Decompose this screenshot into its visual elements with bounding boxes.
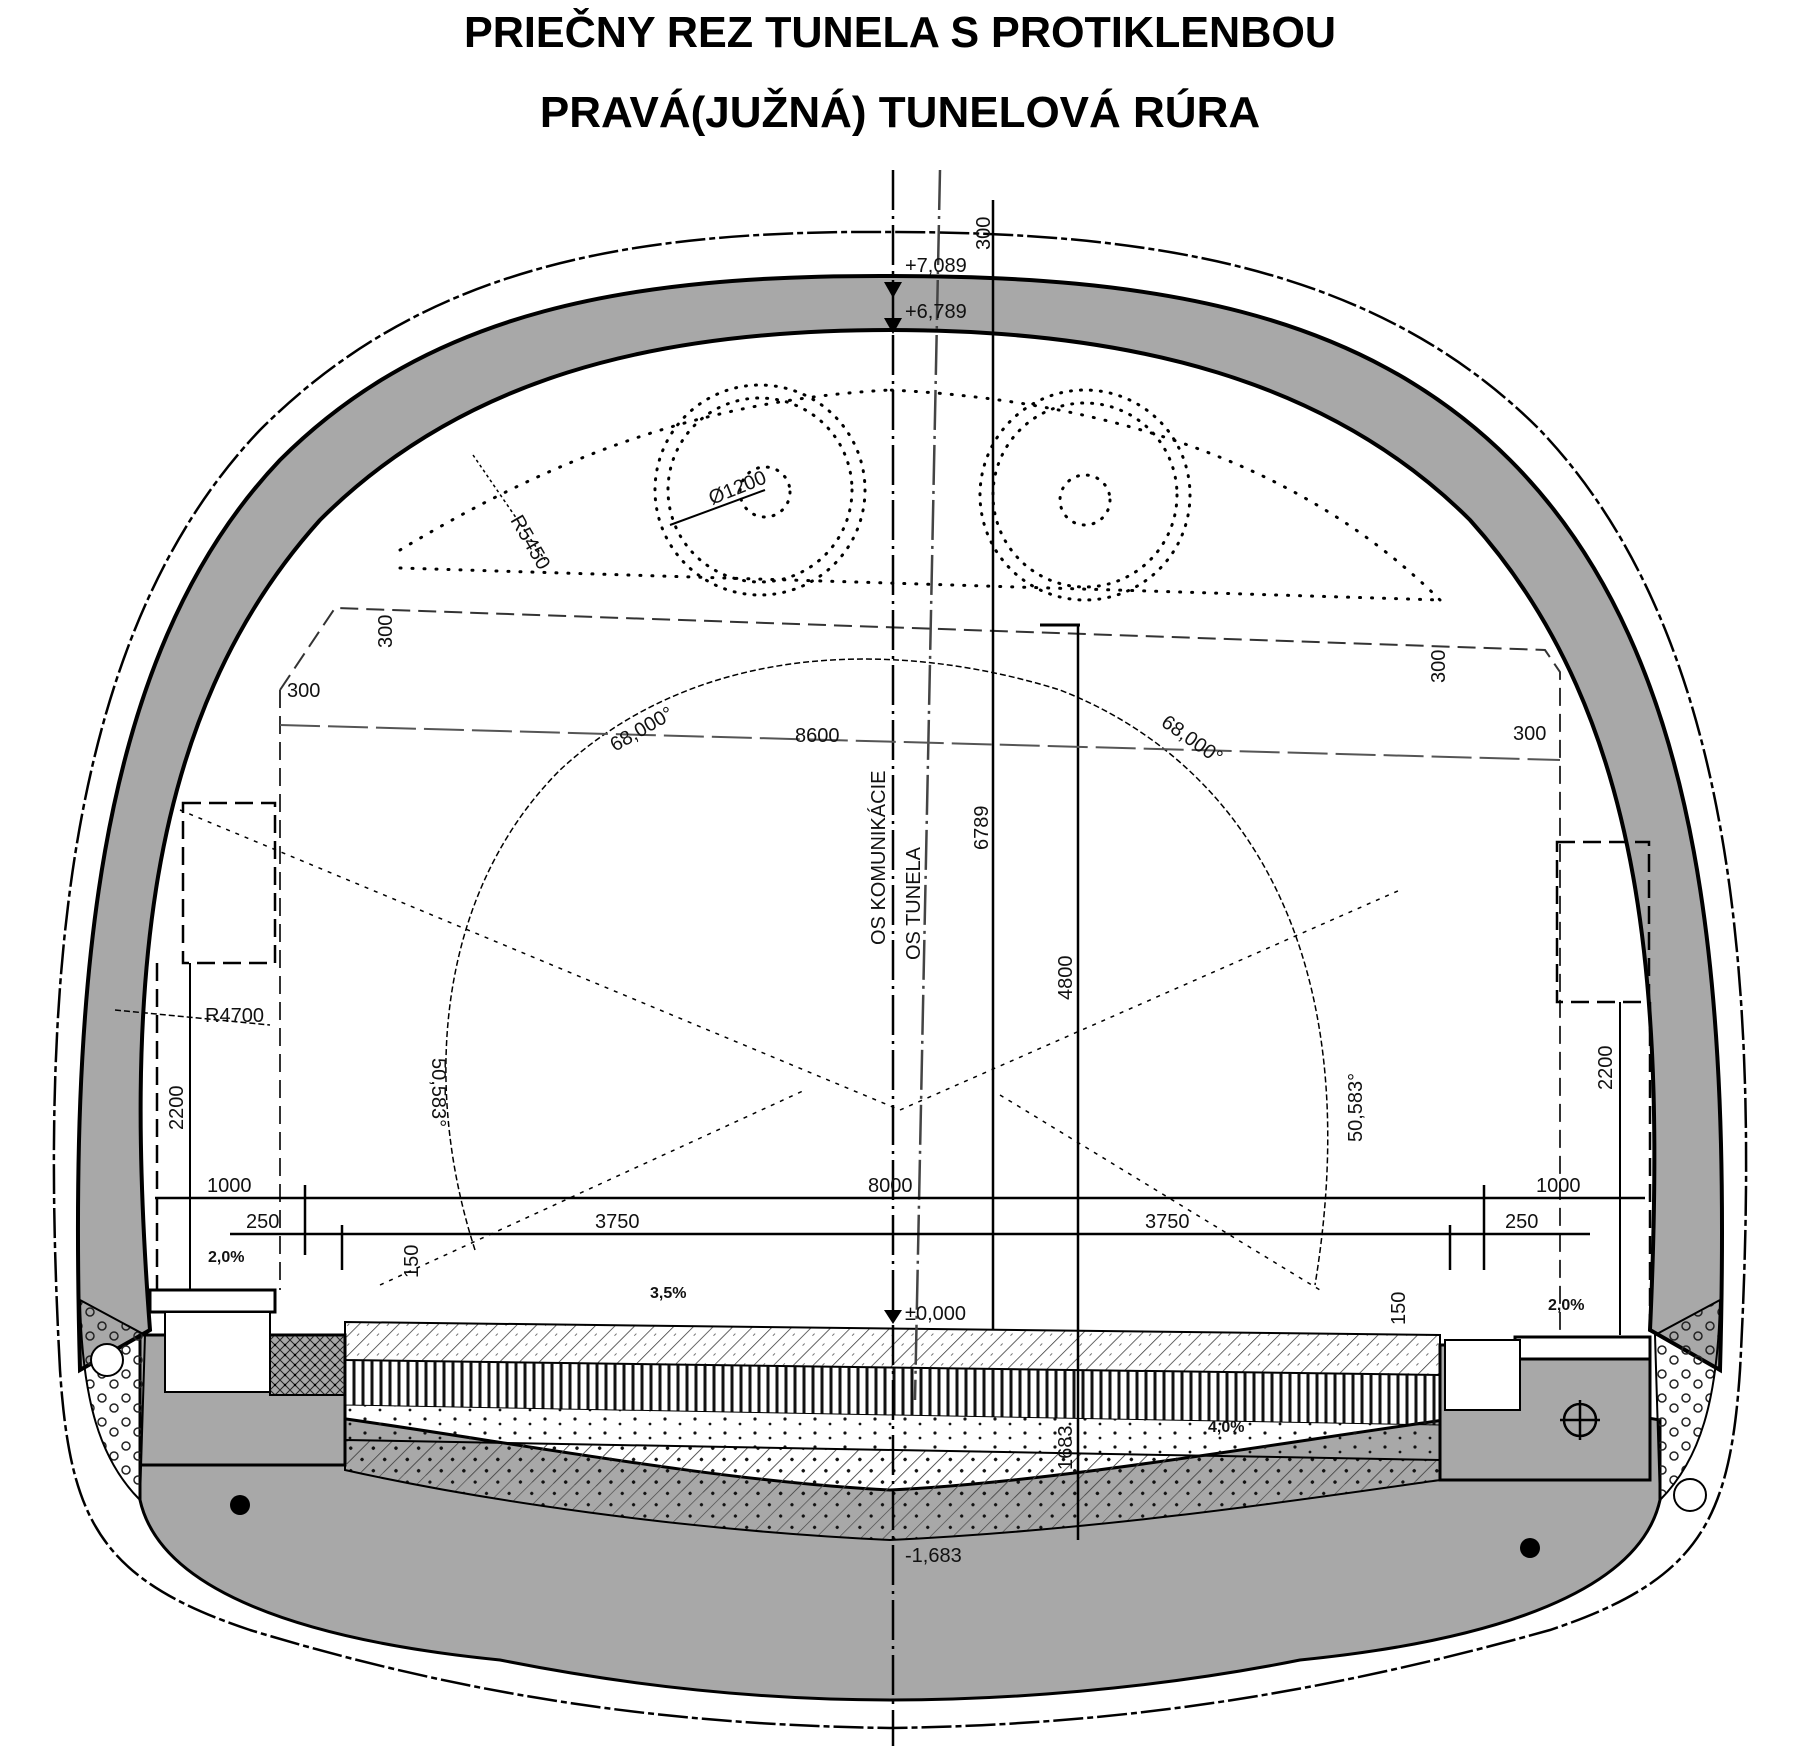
left-drain-pipe-icon	[90, 1343, 124, 1377]
dim-offset-2: 300	[287, 680, 320, 702]
slope-walk-right: 2,0%	[1548, 1297, 1584, 1314]
right-jet-fan	[978, 388, 1192, 602]
clearance-envelope	[279, 606, 1561, 1335]
left-jet-fan	[653, 383, 867, 597]
left-curb-fill	[269, 1334, 346, 1396]
duct-diameter: Ø1200	[706, 467, 770, 510]
slope-drain: 4,0%	[1208, 1419, 1244, 1436]
dim-curb-right: 150	[1388, 1292, 1410, 1325]
right-drain-pipe-icon	[1673, 1478, 1707, 1512]
dim-shoulder-left: 250	[246, 1211, 279, 1233]
right-collector-pipe-icon	[1520, 1538, 1540, 1558]
dim-offset-3: 300	[1428, 650, 1450, 683]
left-equipment-niche	[181, 801, 277, 965]
slope-road: 3,5%	[650, 1285, 686, 1302]
tunnel-axis-label: OS TUNELA	[903, 846, 925, 960]
right-walkway-slab	[1513, 1335, 1652, 1361]
right-hydrant-icon	[1560, 1400, 1600, 1440]
dim-carriageway: 8000	[868, 1175, 913, 1197]
elevation-invert: -1,683	[905, 1545, 962, 1567]
elevation-top-inner: +6,789	[905, 301, 967, 323]
dim-offset-1: 300	[375, 615, 397, 648]
dim-height-clearance: 4800	[1055, 956, 1077, 1001]
dim-shoulder-right: 250	[1505, 1211, 1538, 1233]
dim-sidewalk-right: 1000	[1536, 1175, 1581, 1197]
left-drain-gravel	[78, 1298, 147, 1503]
radius-side: R4700	[205, 1005, 264, 1027]
elevation-road: ±0,000	[905, 1303, 966, 1325]
angle-lower-left: 50,583°	[427, 1058, 449, 1127]
drawing-title: PRIEČNY REZ TUNELA S PROTIKLENBOU	[463, 8, 1337, 57]
left-walkway-slab	[148, 1288, 277, 1314]
road-axis-label: OS KOMUNIKÁCIE	[867, 771, 890, 945]
dim-lane-right: 3750	[1145, 1211, 1190, 1233]
dim-sidewalk-left: 1000	[207, 1175, 252, 1197]
excavation-outline	[52, 230, 1748, 1730]
right-drain-gravel	[1653, 1298, 1722, 1503]
angle-lower-right: 50,583°	[1345, 1073, 1367, 1142]
right-equipment-niche	[1555, 840, 1651, 1004]
dim-lining-thickness: 300	[973, 217, 995, 250]
duct-leader	[669, 489, 766, 526]
road-subbase-layer	[345, 1405, 1440, 1460]
elevation-top-outer: +7,089	[905, 255, 967, 277]
radius-crown: R5450	[506, 512, 555, 574]
dim-sidewalk-height-left: 2200	[166, 1086, 188, 1131]
dim-lane-left: 3750	[595, 1211, 640, 1233]
dim-curb-left: 150	[401, 1245, 423, 1278]
left-collector-pipe-icon	[230, 1495, 250, 1515]
dim-clearance-width: 8600	[795, 725, 840, 747]
tunnel-lining	[75, 273, 1725, 1374]
construction-lines	[179, 809, 1401, 1291]
right-cable-duct	[1444, 1339, 1521, 1411]
slope-walk-left: 2,0%	[208, 1249, 244, 1266]
angle-upper-right: 68,000°	[1157, 711, 1226, 769]
r4700-leader	[114, 1009, 271, 1026]
fan-envelope	[398, 388, 1442, 602]
dim-offset-4: 300	[1513, 723, 1546, 745]
drawing-subtitle: PRAVÁ(JUŽNÁ) TUNELOVÁ RÚRA	[539, 88, 1261, 137]
tunnel-axis-line	[913, 169, 942, 1401]
dim-sidewalk-height-right: 2200	[1595, 1046, 1617, 1091]
dim-height-invert: 1683	[1055, 1426, 1077, 1471]
left-cable-duct	[164, 1311, 271, 1393]
dim-height-total: 6789	[971, 806, 993, 851]
